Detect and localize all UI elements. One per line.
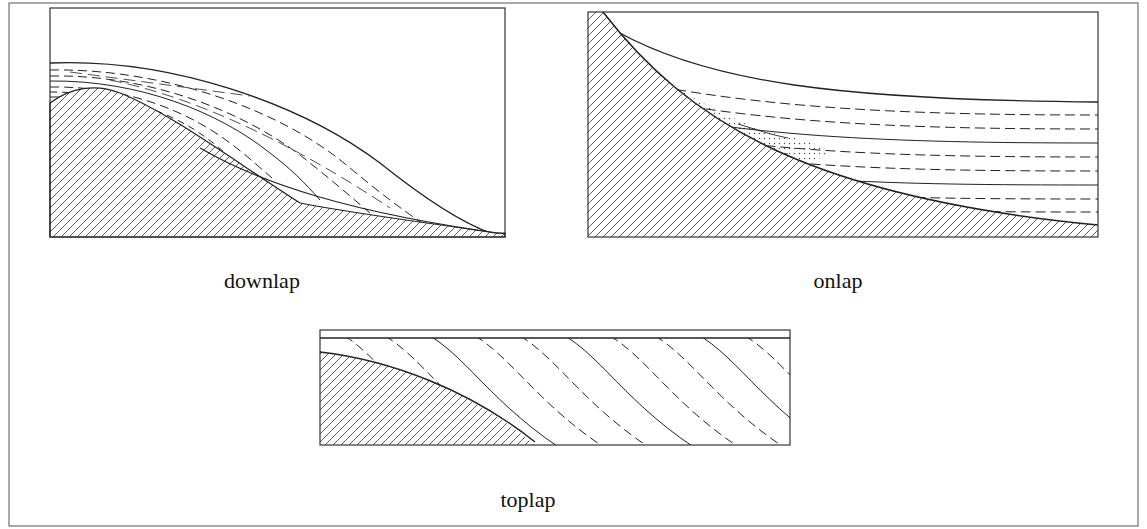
panel-caption: onlap: [814, 268, 863, 294]
onlap-panel: [588, 12, 1098, 237]
panel-caption: toplap: [501, 487, 556, 513]
panel-caption: downlap: [224, 268, 300, 294]
downlap-panel: [50, 8, 505, 237]
toplap-panel: [320, 324, 920, 448]
outer-frame: [9, 3, 1138, 526]
